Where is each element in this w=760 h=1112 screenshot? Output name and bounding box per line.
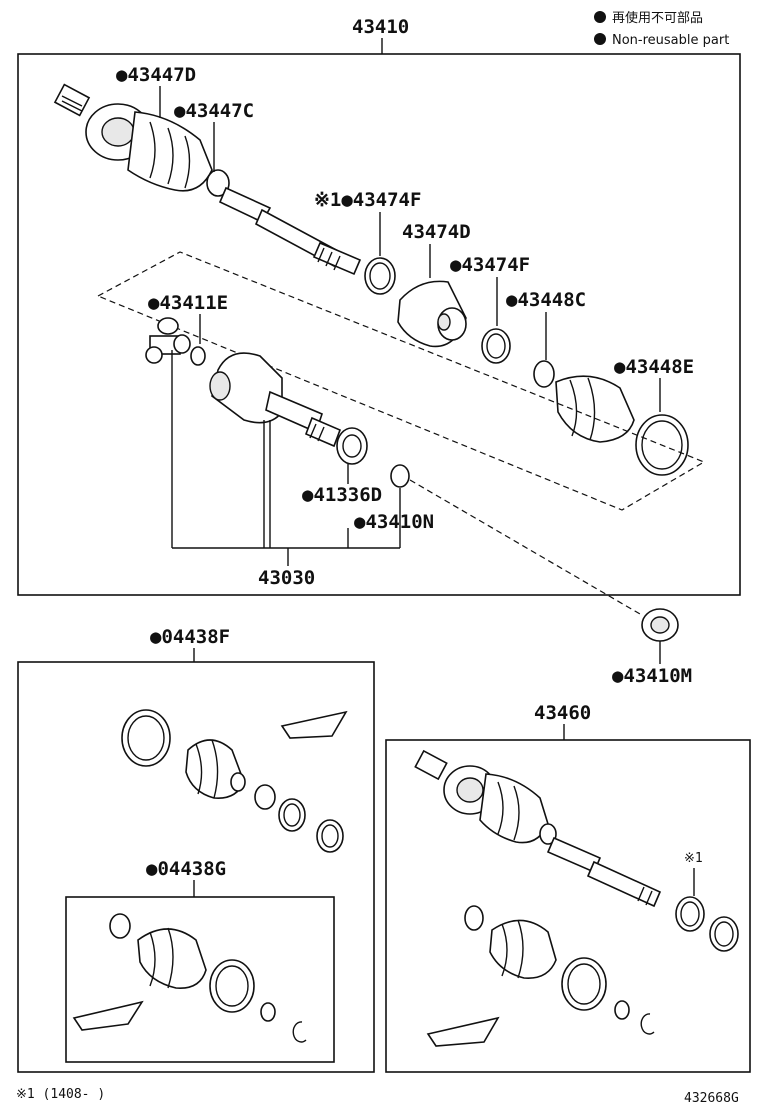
clamp-icon: [533, 360, 555, 388]
label-43448C[interactable]: ●43448C: [506, 289, 586, 311]
legend-dot-icon: [594, 33, 606, 45]
snap-ring-icon: [190, 346, 206, 366]
label-43410N[interactable]: ●43410N: [354, 511, 434, 533]
label-43460[interactable]: 43460: [534, 702, 591, 724]
footnote: ※1 (1408- ): [16, 1087, 105, 1102]
drive-shaft-outer-icon: [53, 83, 362, 276]
mark-1: ※1: [314, 189, 341, 211]
label-43410[interactable]: 43410: [352, 16, 409, 38]
legend-en: Non-reusable part: [612, 33, 729, 48]
inner-boot-icon: [555, 375, 689, 476]
drive-shaft-assy-43460-icon: [414, 749, 739, 1047]
label-43448E[interactable]: ●43448E: [614, 356, 694, 378]
label-04438G[interactable]: ●04438G: [146, 858, 226, 880]
kit-04438F-parts: [121, 709, 348, 853]
label-43410M[interactable]: ●43410M: [612, 665, 692, 687]
label-41336D[interactable]: ●41336D: [302, 484, 382, 506]
label-43411E[interactable]: ●43411E: [148, 292, 228, 314]
outboard-joint-housing-icon: [209, 352, 342, 448]
mark-43460: ※1: [684, 851, 703, 866]
legend-dot-icon: [594, 11, 606, 23]
frame-43460: [385, 739, 751, 1073]
frame-43410: [17, 53, 741, 596]
label-43474F-b[interactable]: ●43474F: [450, 254, 530, 276]
label-43474D[interactable]: 43474D: [402, 221, 471, 243]
label-04438F[interactable]: ●04438F: [150, 626, 230, 648]
label-43474F-a[interactable]: ※1●43474F: [314, 189, 421, 211]
dynamic-damper-icon: [397, 280, 467, 348]
label-43447C[interactable]: ●43447C: [174, 100, 254, 122]
frame-04438F: [17, 661, 375, 1073]
dust-seal-icon: [336, 427, 368, 465]
legend-jp: 再使用不可部品: [612, 10, 703, 26]
diagram-code: 432668G: [684, 1091, 739, 1106]
snap-ring-icon: [390, 464, 410, 488]
kit-outline: [96, 251, 706, 511]
frame-04438G: [65, 896, 335, 1063]
kit-04438G-parts: [72, 913, 307, 1043]
label-43447D[interactable]: ●43447D: [116, 64, 196, 86]
label-43030[interactable]: 43030: [258, 567, 315, 589]
tripod-joint-icon: [145, 317, 191, 364]
